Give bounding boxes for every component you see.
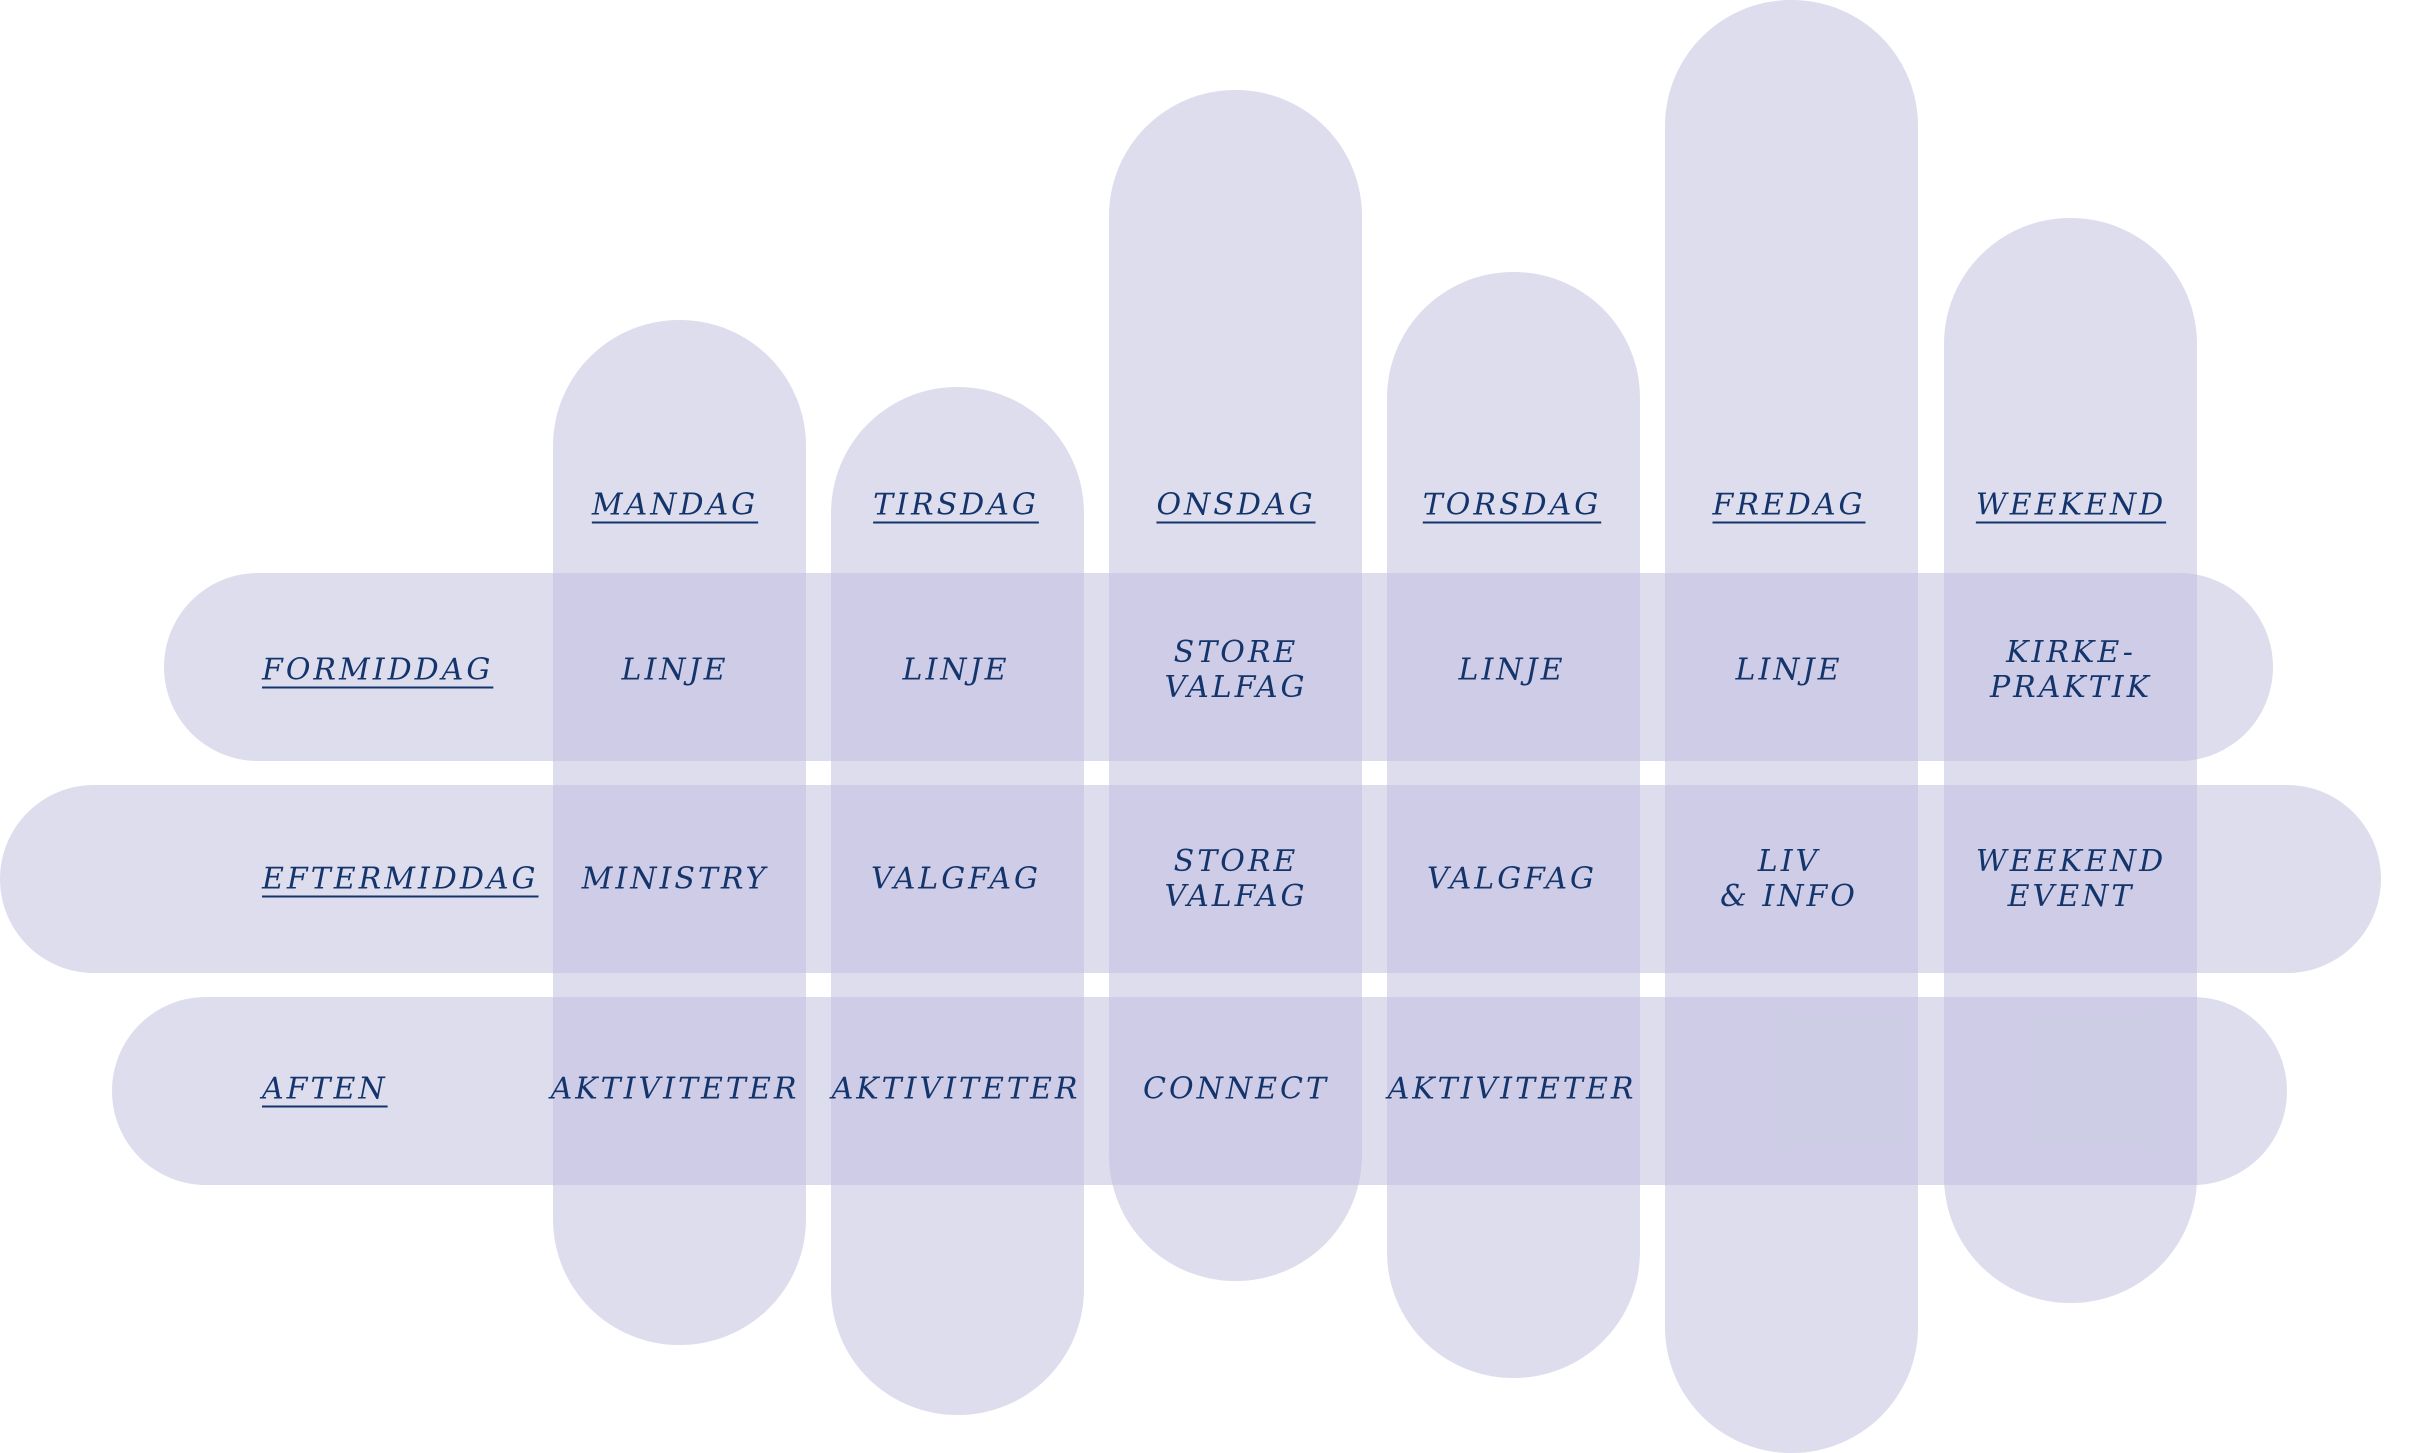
cell-formiddag-fredag: LINJE [1736,653,1843,688]
cell-line: CONNECT [1143,1071,1329,1107]
cell-aften-tirsdag: AKTIVITETER [832,1072,1081,1107]
cell-aften-mandag: AKTIVITETER [551,1072,800,1107]
cell-line: LINJE [1458,652,1566,688]
cell-line: KIRKE- [2006,635,2136,670]
cell-line: VALGFAG [870,861,1042,897]
cell-eftermiddag-torsdag: VALGFAG [1427,862,1597,897]
cell-line: & INFO [1720,879,1858,914]
cell-aften-torsdag: AKTIVITETER [1388,1072,1637,1107]
cell-line: VALGFAG [1426,861,1598,897]
cell-line: STORE [1173,844,1299,879]
cell-eftermiddag-tirsdag: VALGFAG [871,862,1041,897]
cell-line: LIV [1757,844,1821,879]
cell-line: MINISTRY [581,861,769,897]
cell-formiddag-torsdag: LINJE [1459,653,1566,688]
cell-eftermiddag-fredag: LIV& INFO [1720,844,1858,914]
cell-line: LINJE [621,652,729,688]
cell-line: AKTIVITETER [1387,1071,1637,1107]
cell-formiddag-weekend: KIRKE-PRAKTIK [1990,635,2152,705]
cell-line: PRAKTIK [1989,670,2153,705]
day-header-mandag: MANDAG [591,487,759,523]
cell-line: LINJE [902,652,1010,688]
cell-aften-onsdag: CONNECT [1143,1072,1329,1107]
day-header-weekend: WEEKEND [1975,487,2167,523]
day-header-tirsdag: TIRSDAG [873,487,1039,523]
row-pill-formiddag [164,573,2273,761]
cell-line: AKTIVITETER [550,1071,800,1107]
day-header-onsdag: ONSDAG [1156,487,1316,523]
cell-line: VALFAG [1164,879,1308,914]
row-pill-aften [112,997,2287,1185]
cell-eftermiddag-mandag: MINISTRY [582,862,769,897]
cell-line: EVENT [2007,879,2135,914]
day-header-fredag: FREDAG [1712,487,1866,523]
cell-formiddag-mandag: LINJE [622,653,729,688]
period-label-eftermiddag: EFTERMIDDAG [262,861,539,897]
cell-formiddag-tirsdag: LINJE [903,653,1010,688]
day-header-torsdag: TORSDAG [1422,487,1602,523]
cell-line: STORE [1173,635,1299,670]
row-pill-eftermiddag [0,785,2381,973]
cell-line: VALFAG [1164,670,1308,705]
period-label-aften: AFTEN [262,1071,388,1107]
cell-line: LINJE [1735,652,1843,688]
cell-line: WEEKEND [1975,844,2167,879]
cell-line: AKTIVITETER [831,1071,1081,1107]
period-label-formiddag: FORMIDDAG [262,652,494,688]
